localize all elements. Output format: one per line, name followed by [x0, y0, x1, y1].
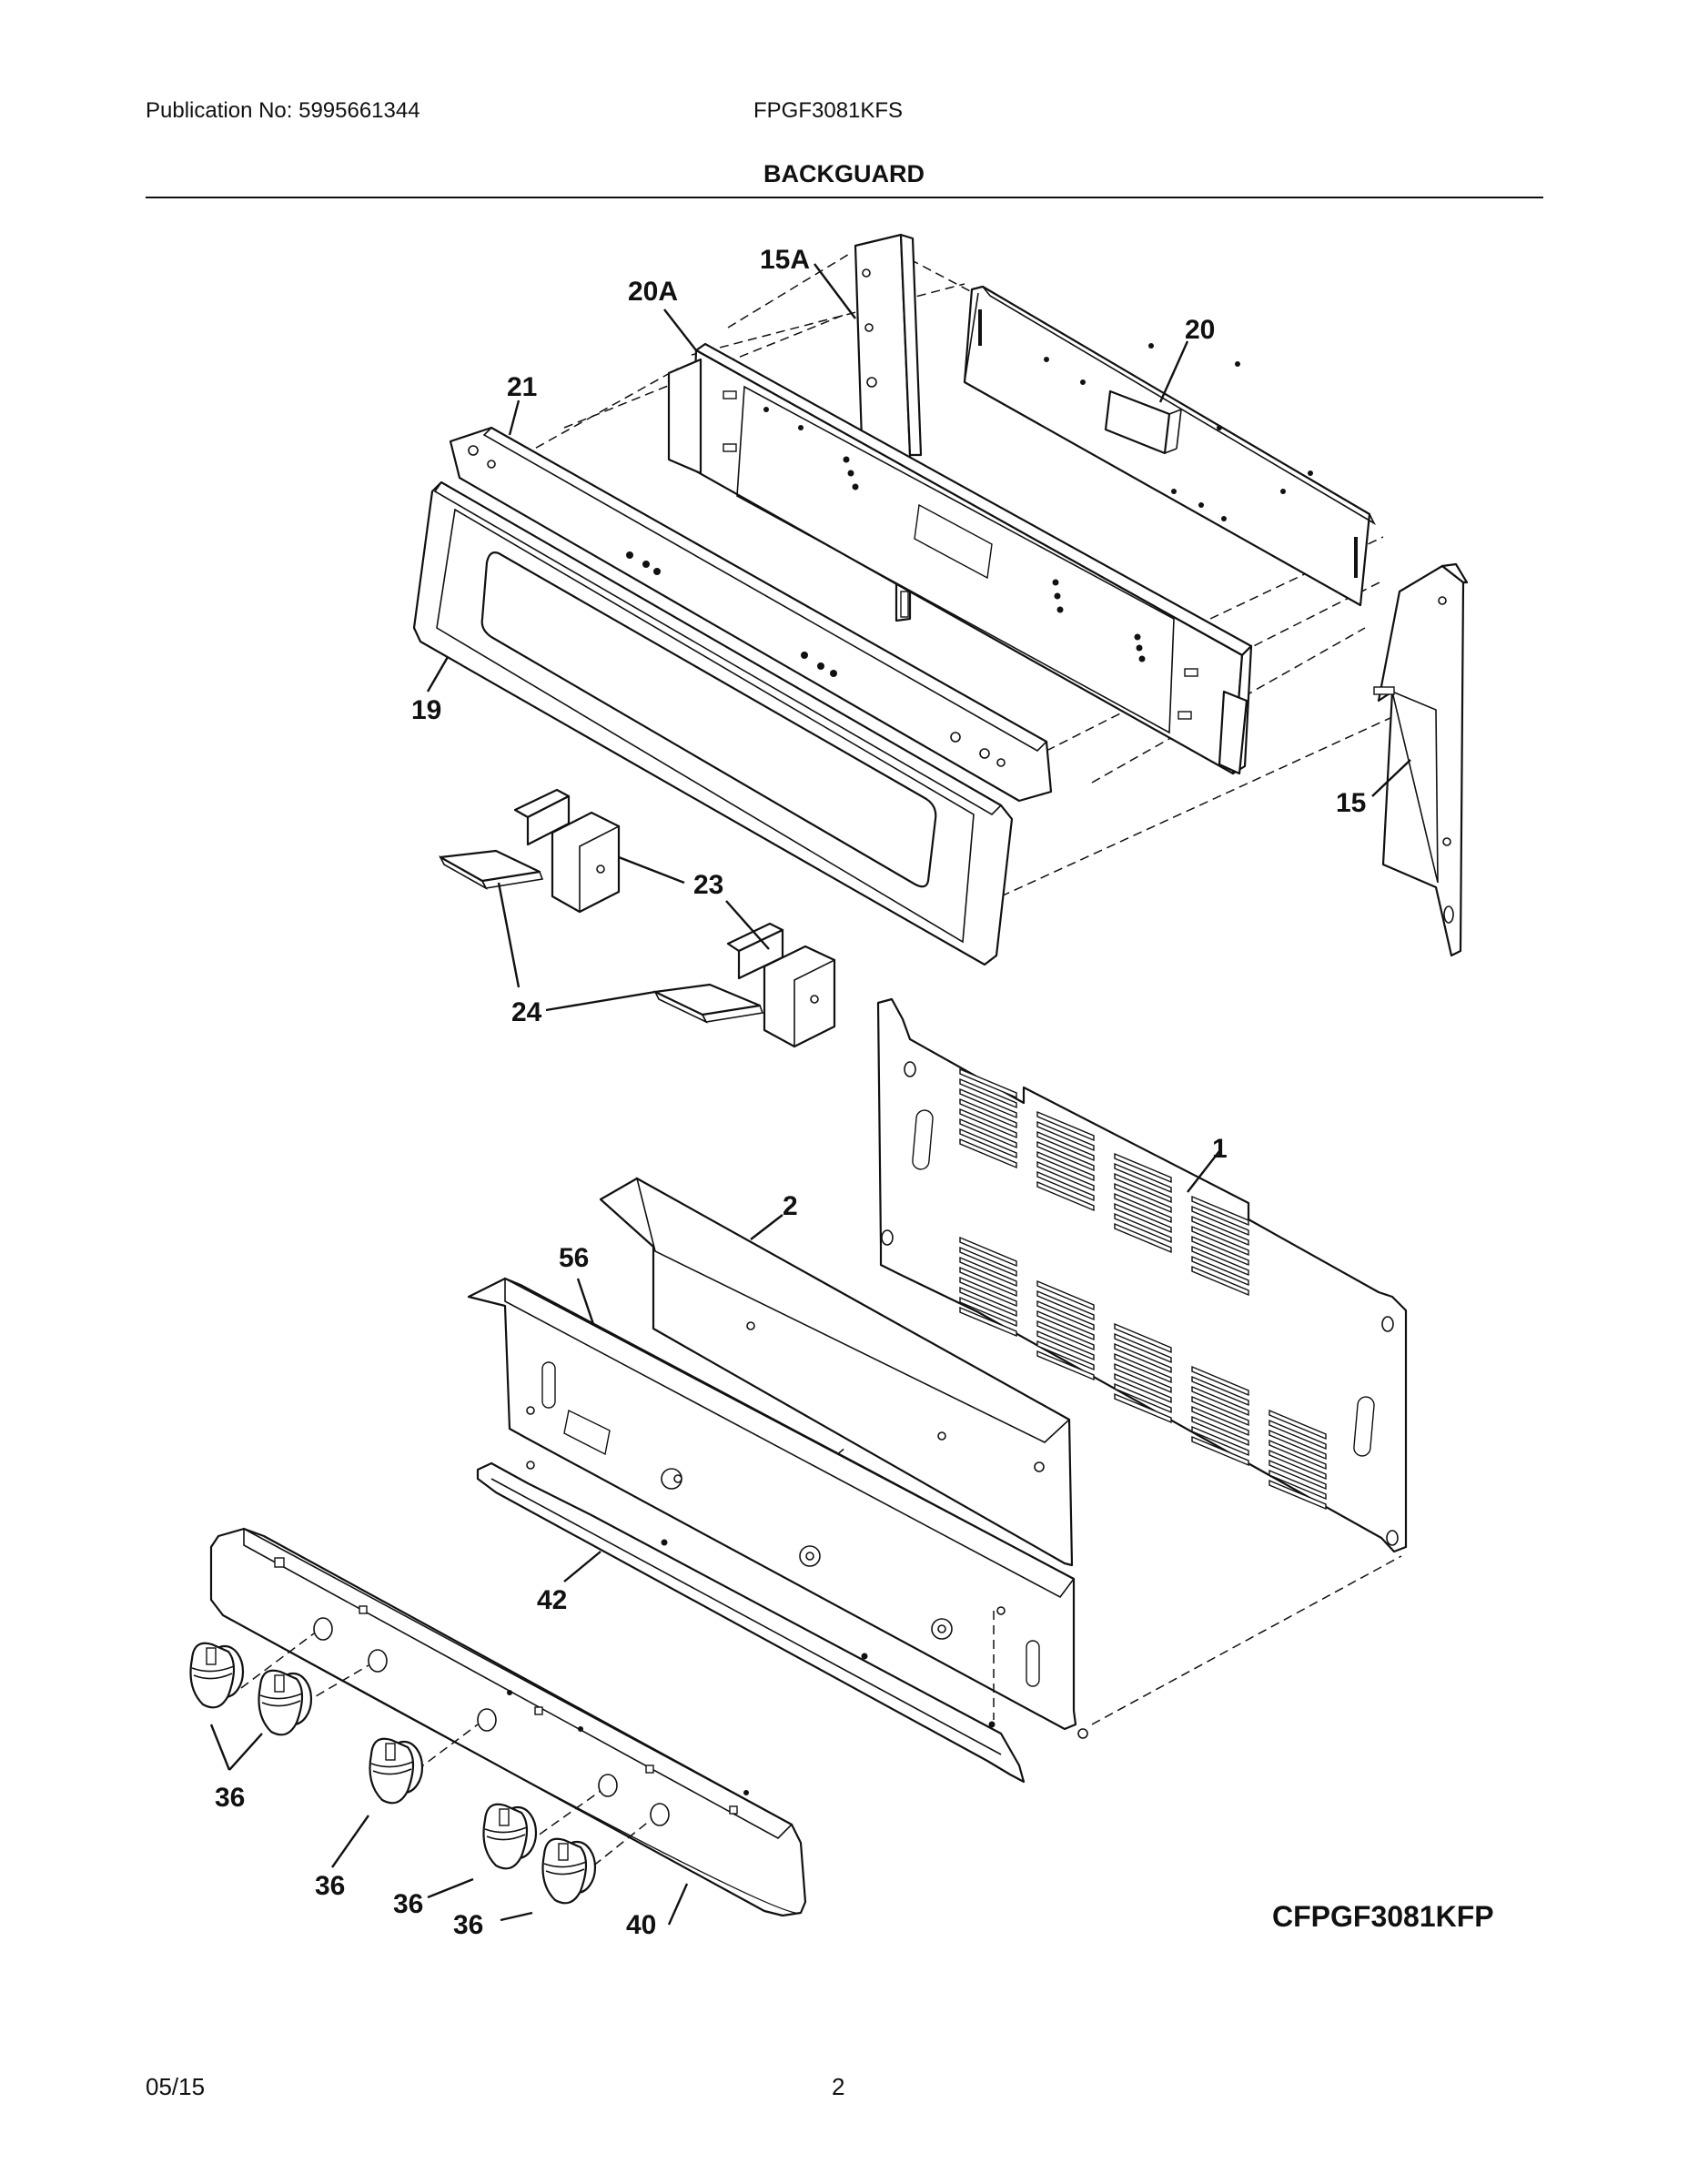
part-24-clip-plate-upper [439, 849, 544, 890]
footer-page-number: 2 [832, 2073, 845, 2100]
control-knob [369, 1737, 424, 1805]
section-title: BACKGUARD [763, 160, 925, 187]
callout-23: 23 [693, 870, 723, 900]
callout-20: 20 [1185, 315, 1215, 345]
diagram-code: CFPGF3081KFP [1272, 1900, 1494, 1933]
vent-louvers [959, 1067, 1327, 1511]
part-19-backguard-panel [412, 480, 1014, 966]
callout-36-b: 36 [315, 1871, 345, 1901]
publication-number: Publication No: 5995661344 [146, 98, 420, 123]
callout-21: 21 [507, 372, 537, 402]
part-23-clip-lower [726, 922, 836, 1048]
callout-40: 40 [626, 1910, 656, 1940]
part-21-top-trim [449, 426, 1053, 803]
callout-19: 19 [411, 695, 441, 725]
callout-15: 15 [1336, 788, 1366, 818]
part-24-clip-plate-lower [653, 983, 764, 1024]
board-connector-pins [978, 309, 1358, 578]
callout-42: 42 [537, 1585, 567, 1615]
callout-2: 2 [783, 1191, 798, 1221]
control-knob [482, 1803, 538, 1870]
callout-labels: 15A 20A 20 21 19 15 23 24 1 2 56 42 36 3… [215, 245, 1366, 1940]
callout-56: 56 [559, 1243, 589, 1273]
part-2-shield-cover [599, 1177, 1074, 1567]
callout-1: 1 [1212, 1134, 1228, 1164]
callout-36-a: 36 [215, 1783, 245, 1813]
leader-lines [209, 263, 1411, 1926]
header-rule [146, 197, 1543, 198]
control-knob [189, 1642, 245, 1709]
callout-20a: 20A [628, 277, 678, 307]
part-42-trim-strip [476, 1461, 1026, 1784]
callout-36-d: 36 [453, 1910, 483, 1940]
part-23-clip-upper [513, 788, 621, 914]
part-1-rear-vent-panel [876, 997, 1408, 1553]
part-40-control-panel [209, 1527, 807, 1917]
callout-24: 24 [511, 997, 542, 1027]
part-56-manifold-panel [467, 1277, 1088, 1739]
part-15-right-bracket [1373, 562, 1469, 957]
callout-15a: 15A [760, 245, 810, 275]
footer-date: 05/15 [146, 2073, 206, 2100]
part-20-control-board [963, 285, 1376, 607]
alignment-lines-upper [522, 252, 1393, 897]
model-number: FPGF3081KFS [753, 98, 904, 123]
control-knob [258, 1669, 313, 1736]
part-36-knobs [189, 1642, 597, 1905]
callout-36-c: 36 [393, 1889, 423, 1919]
control-knob [541, 1837, 597, 1905]
part-20a-mounting-panel [667, 342, 1253, 775]
